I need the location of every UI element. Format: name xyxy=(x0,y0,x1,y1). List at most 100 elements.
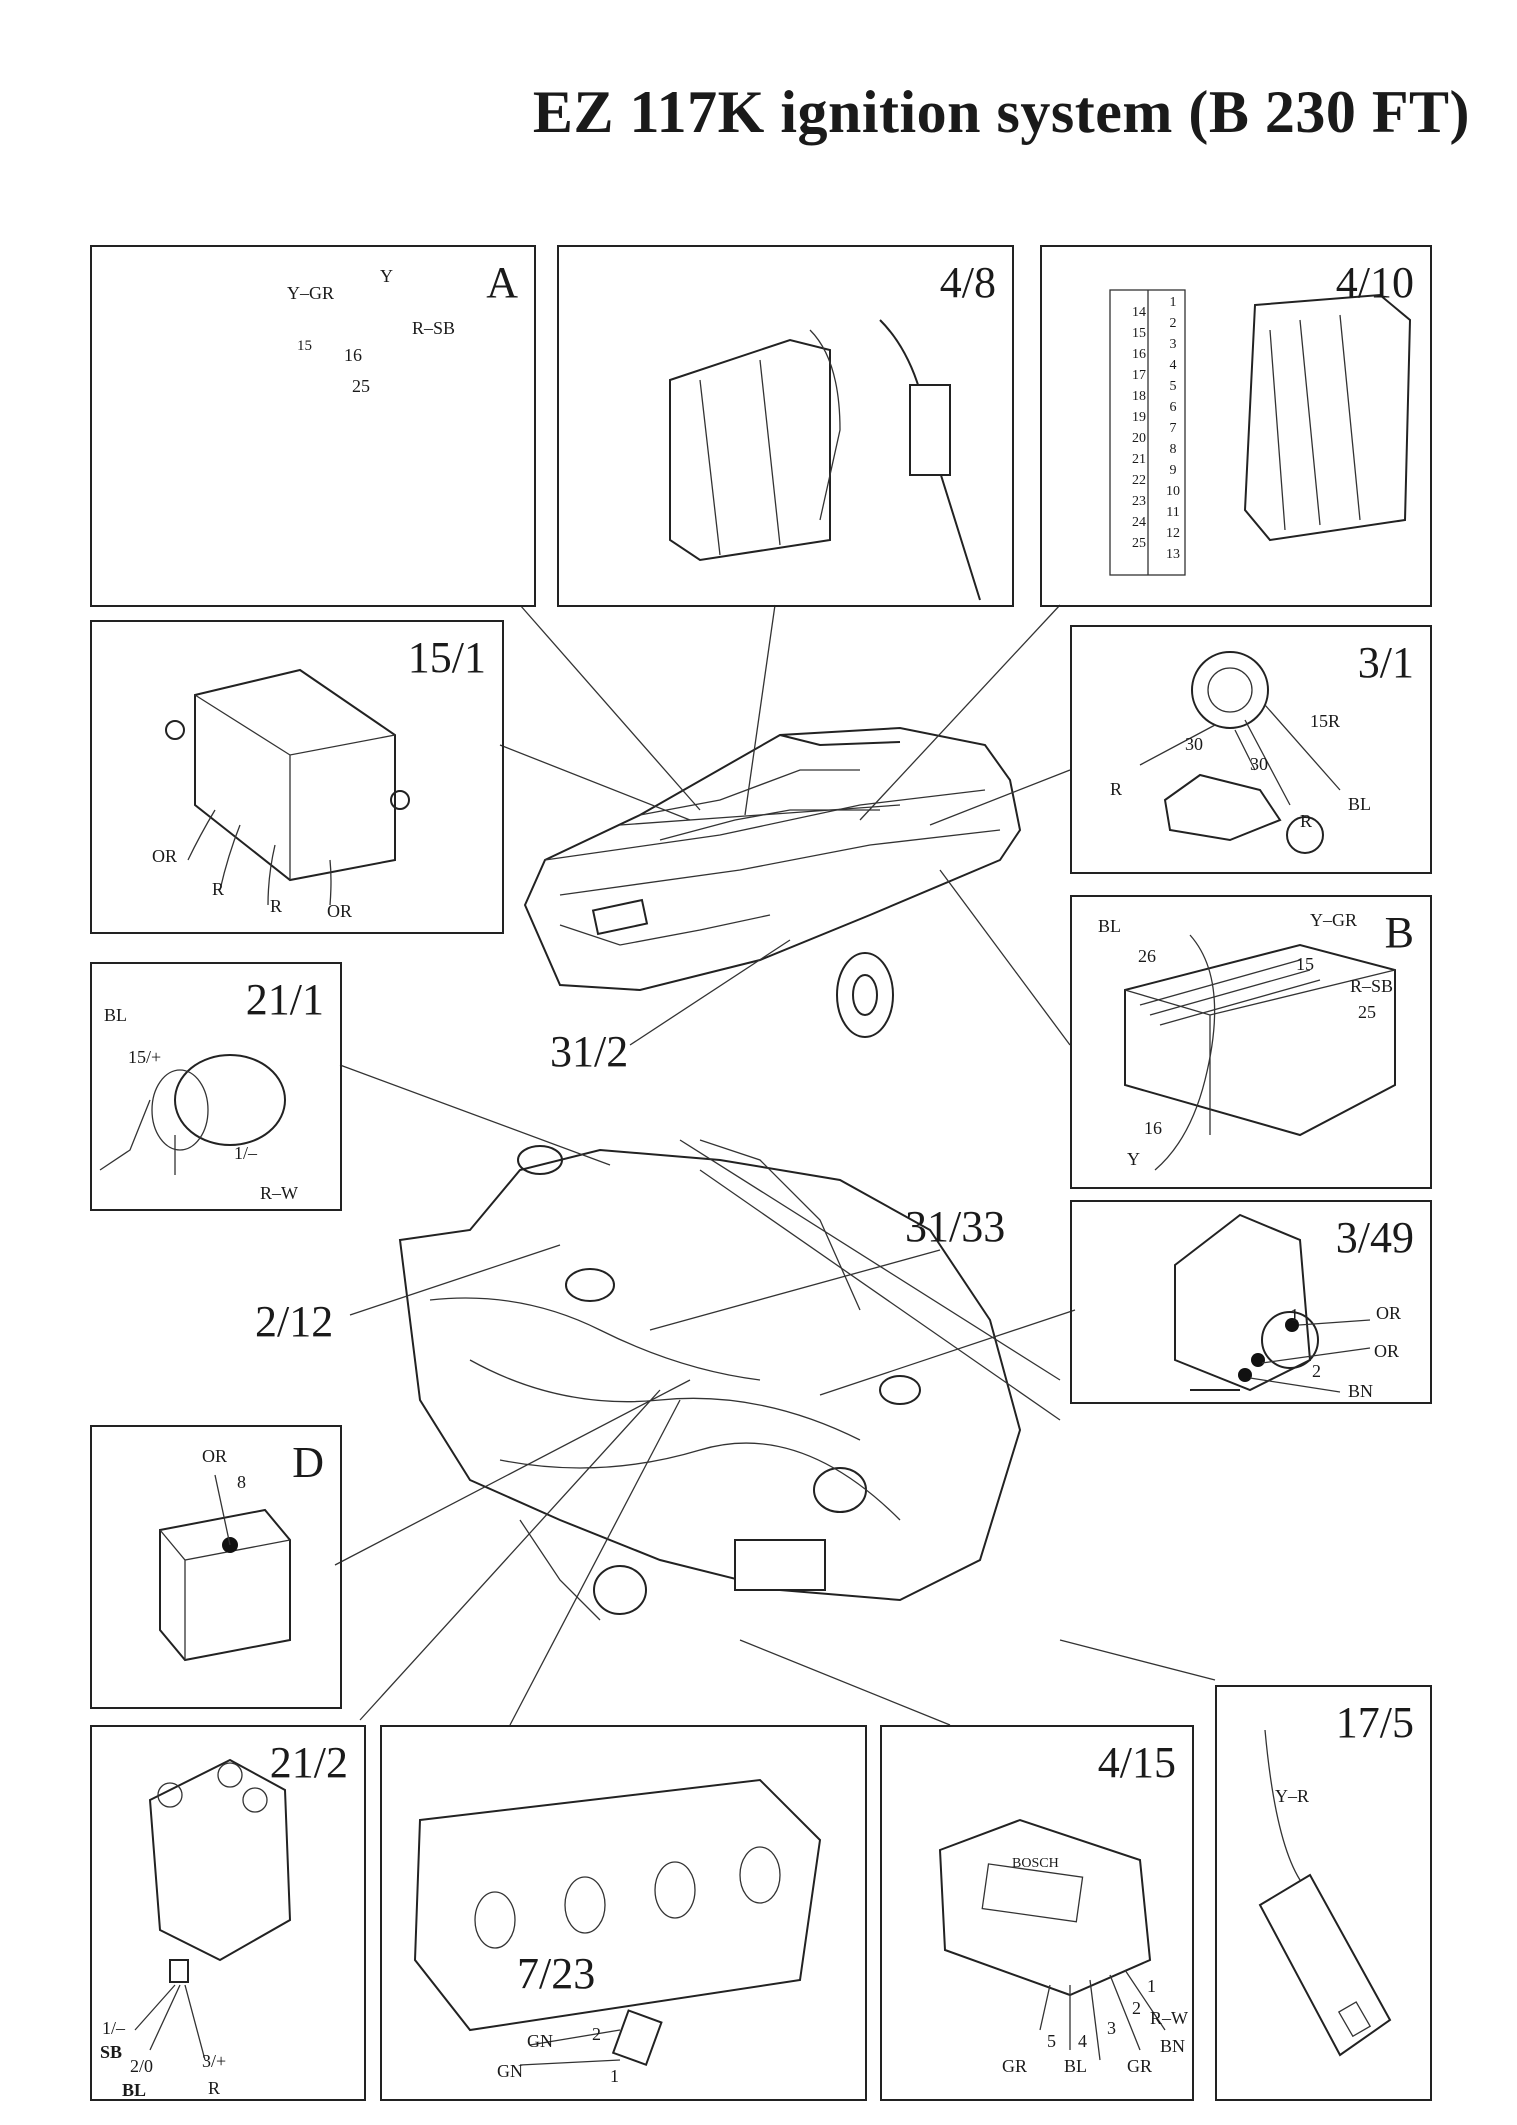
wire-label: Y–GR xyxy=(1310,910,1358,930)
wire-label: OR xyxy=(152,846,178,866)
wire-label: R xyxy=(1110,779,1123,799)
panel-id: 3/1 xyxy=(1357,638,1414,687)
panel-id: 7/23 xyxy=(517,1949,596,1998)
pin-label: 25 xyxy=(352,376,370,396)
wire-label: GN xyxy=(497,2061,523,2081)
pin-label: 15 xyxy=(1296,954,1314,974)
callout-31-33: 31/33 xyxy=(905,1202,1006,1251)
panel-id: 17/5 xyxy=(1335,1698,1414,1747)
wire-label: BN xyxy=(1348,1381,1374,1401)
panel-id: 21/1 xyxy=(245,975,324,1024)
callout-2-12: 2/12 xyxy=(255,1297,334,1346)
pin-label: 5 xyxy=(1047,2031,1056,2051)
pin-label: 2 xyxy=(1132,1998,1141,2018)
pin-label: 26 xyxy=(1138,946,1156,966)
pin-label: 1 xyxy=(1147,1976,1156,1996)
pin-label: 15R xyxy=(1310,711,1341,731)
pin-label: 16 xyxy=(344,345,362,365)
panel-id: 15/1 xyxy=(407,633,486,682)
panel-id: 3/49 xyxy=(1335,1213,1414,1262)
wire-label: OR xyxy=(327,901,353,921)
wire-label: GN xyxy=(527,2031,553,2051)
pin-label: 30 xyxy=(1185,734,1203,754)
pin-label: 15 xyxy=(297,338,312,354)
wire-label: Y xyxy=(380,266,393,286)
callout-31-2: 31/2 xyxy=(550,1027,629,1076)
panel-7-23: 7/23 GN 2 GN 1 xyxy=(380,1725,867,2101)
pin-label: 2 xyxy=(1312,1361,1321,1381)
pin-label: 30 xyxy=(1250,754,1268,774)
car-illustration xyxy=(523,726,1022,1038)
panel-3-49: 3/49 1 OR OR 2 BN xyxy=(1070,1200,1432,1404)
wire-label: GR xyxy=(1127,2056,1153,2076)
wire-label: Y–GR xyxy=(287,283,335,303)
panel-21-1-drawing xyxy=(99,1054,286,1175)
panel-4-15: 4/15 BOSCH 1 2 R–W 3 BN 4 GR 5 GR BL xyxy=(880,1725,1194,2101)
wire-label: BL xyxy=(1348,794,1372,814)
pin-label: 3/+ xyxy=(202,2051,227,2071)
pin-label: 1/– xyxy=(102,2018,126,2038)
pin-label: 3 xyxy=(1107,2018,1116,2038)
pin-label: 4 xyxy=(1078,2031,1087,2051)
panel-id: A xyxy=(486,258,518,307)
wire-label: R–SB xyxy=(1350,976,1394,996)
wire-label: OR xyxy=(1374,1341,1400,1361)
wire-label: OR xyxy=(1376,1303,1402,1323)
wire-label: SB xyxy=(100,2042,123,2062)
wire-label: BL xyxy=(104,1005,128,1025)
panel-21-2: 21/2 1/– SB 2/0 BL 3/+ R xyxy=(90,1725,366,2101)
wire-label: R–W xyxy=(260,1183,298,1203)
wire-label: R–W xyxy=(1150,2008,1188,2028)
wire-label: BL xyxy=(1064,2056,1088,2076)
wire-label: R xyxy=(270,896,283,916)
panel-21-2-drawing xyxy=(134,1758,292,2061)
panel-id: D xyxy=(292,1438,324,1487)
panel-id: 4/8 xyxy=(939,258,996,307)
pin-label: 8 xyxy=(237,1472,246,1492)
panel-17-5-drawing xyxy=(1258,1729,1392,2057)
wire-label: R xyxy=(1300,811,1313,831)
pin-label: 25 xyxy=(1358,1002,1376,1022)
pin-label: 1 xyxy=(1290,1305,1299,1325)
wire-label: BL xyxy=(1098,916,1122,936)
wire-label: BN xyxy=(1160,2036,1186,2056)
panel-id: B xyxy=(1384,908,1414,957)
brand-label: BOSCH xyxy=(1012,1856,1059,1871)
wire-label: Y–R xyxy=(1275,1786,1310,1806)
panel-4-15-drawing xyxy=(938,1818,1166,2061)
panel-3-1: 3/1 15R 30 30 R BL R xyxy=(1070,625,1432,874)
pin-label: 1/– xyxy=(234,1143,258,1163)
pin-label: 1 xyxy=(610,2066,619,2086)
panel-4-8: 4/8 xyxy=(557,245,1014,607)
engine-bay-illustration xyxy=(398,1139,1061,1621)
wire-label: OR xyxy=(202,1446,228,1466)
pin-label: 2 xyxy=(592,2024,601,2044)
wire-label: R xyxy=(212,879,225,899)
panel-17-5: 17/5 Y–R xyxy=(1215,1685,1432,2101)
panel-a: A Y–GR Y 15 16 R–SB 25 xyxy=(90,245,536,607)
panel-id: 4/15 xyxy=(1097,1738,1176,1787)
pin-label: 16 xyxy=(1144,1118,1162,1138)
panel-15-1: 15/1 OR R R OR xyxy=(90,620,504,934)
panel-id: 4/10 xyxy=(1335,258,1414,307)
panel-7-23-drawing xyxy=(413,1778,822,2067)
panel-4-8-drawing xyxy=(669,319,981,601)
panel-b-drawing xyxy=(1124,934,1396,1171)
wire-label: R–SB xyxy=(412,318,456,338)
panel-3-49-drawing xyxy=(1174,1213,1371,1393)
wire-label: BL xyxy=(122,2080,147,2100)
panel-d: D OR 8 xyxy=(90,1425,342,1709)
panel-4-10-drawing xyxy=(1109,289,1412,576)
panel-3-1-drawing xyxy=(1139,651,1341,854)
wire-label: Y xyxy=(1127,1149,1140,1169)
panel-id: 21/2 xyxy=(269,1738,348,1787)
panel-b: B BL Y–GR 26 15 R–SB 25 16 Y xyxy=(1070,895,1432,1189)
panel-15-1-drawing xyxy=(165,668,410,906)
pin-label: 15/+ xyxy=(128,1047,162,1067)
wire-label: R xyxy=(208,2078,221,2098)
leader-lines xyxy=(334,604,1216,1726)
